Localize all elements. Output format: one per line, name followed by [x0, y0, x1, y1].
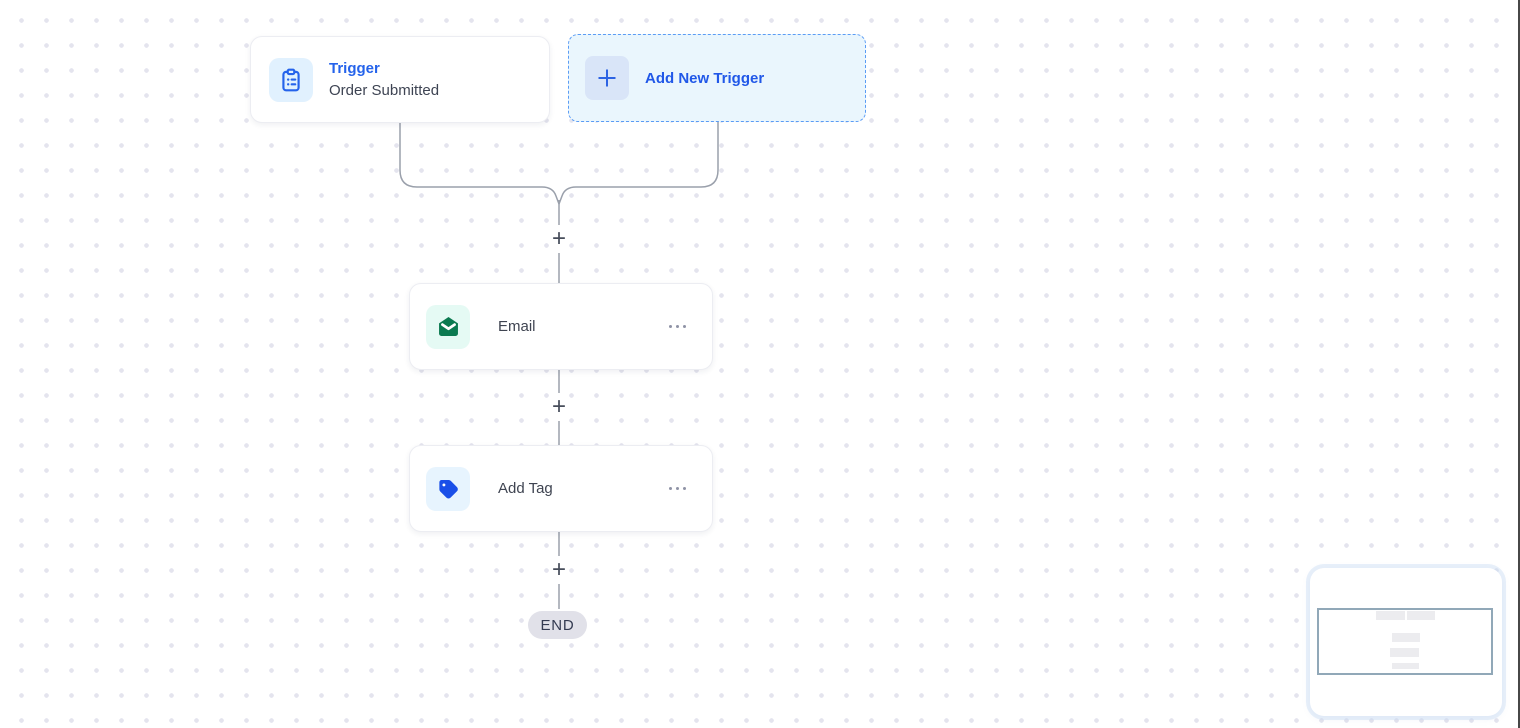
minimap-node-add-trigger: [1407, 611, 1435, 620]
add-step-button-2[interactable]: +: [551, 393, 566, 420]
tag-icon: [426, 466, 470, 511]
add-tag-node[interactable]: Add Tag: [409, 445, 713, 532]
add-step-button-3[interactable]: +: [551, 556, 566, 583]
connector-trigger-merge-right: [558, 122, 719, 205]
end-badge: END: [528, 611, 587, 639]
add-new-trigger-button[interactable]: Add New Trigger: [568, 34, 866, 122]
minimap-node-trigger: [1376, 611, 1405, 620]
minimap-node-email: [1392, 633, 1420, 642]
trigger-subtitle: Order Submitted: [329, 81, 440, 99]
connector-trigger-merge-left: [399, 123, 560, 205]
trigger-title: Trigger: [329, 59, 380, 77]
minimap-viewport[interactable]: [1317, 608, 1493, 675]
add-tag-more-options-button[interactable]: [665, 483, 691, 495]
clipboard-list-icon: [269, 57, 313, 102]
email-node[interactable]: Email: [409, 283, 713, 370]
minimap[interactable]: [1310, 568, 1502, 716]
trigger-node[interactable]: Trigger Order Submitted: [250, 36, 550, 123]
add-new-trigger-label: Add New Trigger: [645, 69, 765, 87]
envelope-open-icon: [426, 304, 470, 349]
plus-icon: [585, 56, 629, 100]
email-node-label: Email: [498, 318, 536, 335]
add-tag-node-label: Add Tag: [498, 480, 553, 497]
minimap-node-end: [1392, 663, 1419, 669]
email-more-options-button[interactable]: [665, 321, 691, 333]
ellipsis-icon: [668, 486, 672, 491]
ellipsis-icon: [668, 324, 672, 329]
add-step-button-1[interactable]: +: [551, 225, 566, 252]
window-edge: [1518, 0, 1520, 728]
minimap-node-add-tag: [1390, 648, 1419, 657]
